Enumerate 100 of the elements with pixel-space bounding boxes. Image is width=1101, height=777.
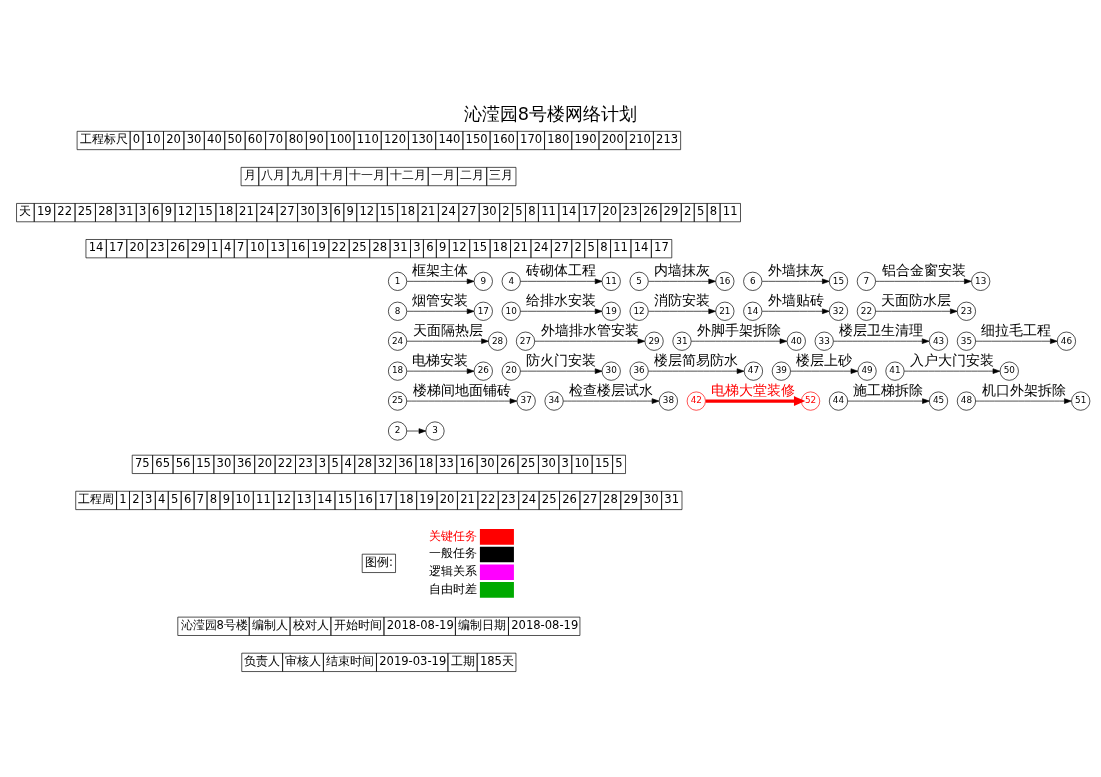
label: 20 [257, 456, 273, 471]
label: 12 [276, 492, 292, 507]
label: 110 [356, 132, 379, 147]
label: 80 [288, 132, 304, 147]
label: 九月 [290, 168, 315, 183]
label: 编制人 [251, 618, 288, 633]
label: 十二月 [390, 168, 427, 183]
label: 10 [574, 456, 590, 471]
label: 8 [209, 492, 218, 507]
label: 9 [346, 204, 354, 219]
label: 5 [587, 240, 595, 255]
label: 15 [594, 456, 610, 471]
label: 6 [426, 240, 434, 255]
label: 11 [613, 240, 628, 255]
label: 30 [216, 456, 232, 471]
legend-label: 逻辑关系 [428, 564, 477, 578]
label: 50 [227, 132, 243, 147]
label: 25 [351, 240, 367, 255]
label: 12 [177, 204, 193, 219]
label: 15 [198, 204, 213, 219]
label: 3 [318, 456, 326, 471]
label: 6 [183, 492, 192, 507]
label: 沁滢园8号楼 [180, 618, 248, 633]
label: 审核人 [285, 654, 322, 669]
label: 3 [413, 240, 421, 255]
label: 29 [663, 204, 679, 219]
label: 21 [513, 240, 528, 255]
label: 23 [622, 204, 638, 219]
label: 185天 [479, 654, 514, 669]
label: 24 [533, 240, 549, 255]
label: 27 [461, 204, 477, 219]
label: 23 [501, 492, 516, 507]
label: 26 [562, 492, 577, 507]
label: 15 [337, 492, 353, 507]
label: 4 [344, 456, 352, 471]
label: 31 [392, 240, 408, 255]
label: 5 [696, 204, 705, 219]
label: 26 [170, 240, 186, 255]
edge-label: 检查楼层试水 [569, 381, 654, 398]
label: 17 [109, 240, 124, 255]
label: 190 [574, 132, 597, 147]
label: 18 [492, 240, 508, 255]
edge-label: 细拉毛工程 [981, 321, 1052, 338]
edge-label: 电梯安装 [412, 351, 469, 368]
label: 30 [541, 456, 556, 471]
label: 11 [541, 204, 556, 219]
label: 14 [317, 492, 332, 507]
label: 13 [270, 240, 286, 255]
label: 天 [19, 204, 32, 219]
label: 0 [132, 132, 141, 147]
edge-label: 楼层简易防水 [654, 351, 739, 368]
label: 18 [400, 204, 415, 219]
label: 22 [480, 492, 496, 507]
edge-label: 外墙抹灰 [767, 262, 824, 279]
label: 11 [256, 492, 271, 507]
label: 9 [222, 492, 231, 507]
label: 图例: [364, 555, 393, 570]
label: 22 [331, 240, 347, 255]
label: 2019-03-19 [379, 654, 447, 669]
label: 3 [145, 492, 153, 507]
label: 5 [515, 204, 523, 219]
label: 工程标尺 [79, 132, 128, 147]
label: 20 [602, 204, 618, 219]
label: 24 [441, 204, 456, 219]
label: 30 [300, 204, 315, 219]
label: 36 [398, 456, 413, 471]
edge-label: 机口外架拆除 [981, 381, 1066, 398]
label: 2 [574, 240, 582, 255]
label: 21 [239, 204, 254, 219]
label: 八月 [261, 168, 286, 183]
label: 30 [186, 132, 202, 147]
label: 20 [166, 132, 181, 147]
label: 7 [196, 492, 205, 507]
label: 十一月 [349, 168, 386, 183]
label: 4 [158, 492, 166, 507]
label: 28 [357, 456, 373, 471]
label: 16 [459, 456, 475, 471]
label: 25 [520, 456, 536, 471]
edge-label: 楼层上砂 [796, 351, 853, 368]
label: 20 [439, 492, 455, 507]
label: 8 [528, 204, 536, 219]
label: 15 [379, 204, 395, 219]
label: 二月 [460, 168, 485, 183]
label: 11 [722, 204, 738, 219]
label: 17 [378, 492, 394, 507]
label: 25 [77, 204, 93, 219]
edge-label: 施工梯拆除 [853, 381, 924, 398]
label: 17 [581, 204, 597, 219]
edge-label: 给排水安装 [526, 292, 597, 309]
edge-label: 外脚手架拆除 [697, 321, 782, 338]
label: 一月 [430, 168, 455, 183]
label: 三月 [489, 168, 514, 183]
label: 30 [643, 492, 659, 507]
label: 21 [420, 204, 436, 219]
label: 6 [151, 204, 160, 219]
label: 27 [554, 240, 569, 255]
label: 16 [358, 492, 373, 507]
label: 29 [623, 492, 639, 507]
label: 3 [561, 456, 569, 471]
label: 22 [57, 204, 73, 219]
